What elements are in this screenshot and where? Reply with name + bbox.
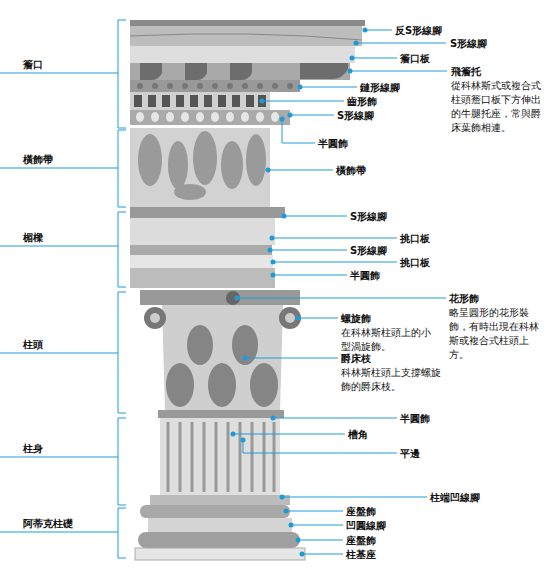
part-label: 齒形飾 (347, 95, 377, 108)
part-label: 鏈形線腳 (360, 81, 400, 94)
part-label: 挑口板 (400, 256, 430, 269)
part-label: 半圓飾 (400, 412, 430, 425)
part-label: 楣樑 (23, 231, 43, 244)
part-label: 柱身 (23, 442, 43, 455)
part-label: 橫飾帶 (23, 153, 53, 166)
part-label: 簷口板 (400, 52, 430, 65)
part-label: 半圓飾 (350, 269, 380, 282)
part-label: 爵床枝 (341, 352, 371, 365)
part-label: 柱頭 (23, 338, 43, 351)
part-label: 挑口板 (400, 232, 430, 245)
part-label: 槽角 (348, 428, 368, 441)
part-label: 飛簷托 (451, 65, 481, 78)
part-label: S形線腳 (350, 244, 387, 257)
part-label: 平邊 (400, 447, 420, 460)
part-label: 簷口 (23, 58, 43, 71)
part-label: 座盤飾 (346, 534, 376, 547)
part-label: S形線腳 (450, 37, 487, 50)
description-text: 在科林斯柱頭上的小型渦旋飾。 (341, 326, 437, 354)
part-label: 凹圓線腳 (346, 519, 386, 532)
description-text: 科林斯柱頭上支撐螺旋飾的爵床枝。 (341, 366, 445, 394)
part-label: 花形飾 (449, 292, 479, 305)
part-label: 阿蒂克柱礎 (23, 517, 73, 530)
part-label: S形線腳 (337, 109, 374, 122)
part-label: 反S形線腳 (395, 24, 442, 37)
part-label: 柱基座 (346, 548, 376, 561)
description-text: 從科林斯式或複合式柱頭簷口板下方伸出的牛腿托座，常與爵床葉飾相連。 (451, 79, 547, 135)
part-label: 半圓飾 (318, 137, 348, 150)
part-label: S形線腳 (350, 210, 387, 223)
part-label: 螺旋飾 (341, 312, 371, 325)
part-label: 橫飾帶 (336, 164, 366, 177)
part-label: 座盤飾 (346, 505, 376, 518)
part-label: 柱端凹線腳 (430, 491, 480, 504)
description-text: 略呈圓形的花形裝飾，有時出現在科林斯或複合式柱頭上方。 (449, 306, 545, 362)
